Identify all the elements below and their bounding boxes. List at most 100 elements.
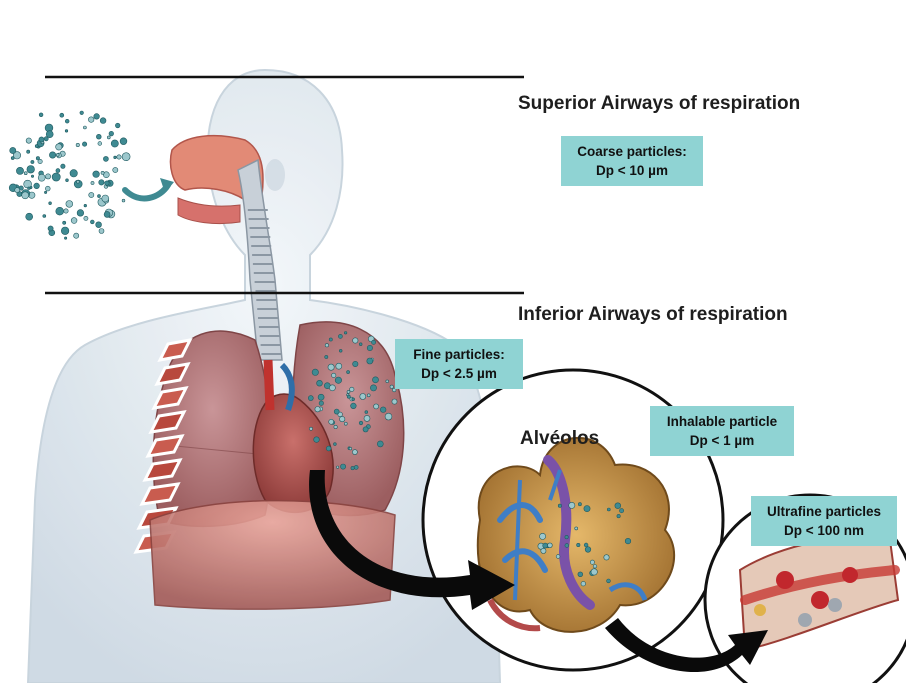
particle <box>26 138 31 143</box>
particle <box>65 130 68 133</box>
particle <box>373 377 379 383</box>
particle <box>309 427 312 430</box>
particle <box>344 332 347 335</box>
inferior-airways-heading: Inferior Airways of respiration <box>518 304 788 326</box>
particle <box>315 407 320 412</box>
fine-particles-name: Fine particles: <box>405 345 513 364</box>
particle <box>607 508 610 511</box>
particle <box>105 181 109 185</box>
coarse-particles-size: Dp < 10 µm <box>571 161 693 180</box>
particle <box>84 216 88 220</box>
inhalable-particle-name: Inhalable particle <box>660 412 784 431</box>
particle <box>22 192 29 199</box>
particle <box>70 170 77 177</box>
particle <box>65 119 69 123</box>
particle <box>83 126 86 129</box>
particle <box>38 159 42 163</box>
particle <box>318 394 324 400</box>
particle <box>66 179 69 182</box>
inhaled-particle-cloud <box>9 111 130 239</box>
particle <box>93 171 100 178</box>
particle <box>569 502 575 508</box>
particle <box>390 385 393 388</box>
particle <box>329 385 335 391</box>
particle <box>329 338 332 341</box>
particle <box>122 153 130 161</box>
particle <box>328 364 334 370</box>
particle <box>99 229 104 234</box>
particle <box>548 543 553 548</box>
particle <box>56 153 59 156</box>
particle <box>334 409 339 414</box>
particle <box>49 202 52 205</box>
particle <box>34 183 40 189</box>
particle <box>74 233 79 238</box>
particle <box>617 514 620 517</box>
particle <box>336 363 342 369</box>
particle <box>91 181 94 184</box>
particle <box>344 422 347 425</box>
particle <box>347 390 350 393</box>
particle <box>347 395 350 398</box>
particle <box>96 134 101 139</box>
particle <box>314 437 320 443</box>
particle <box>64 209 68 213</box>
particle <box>102 195 109 202</box>
particle <box>49 152 55 158</box>
ultrafine-particles-name: Ultrafine particles <box>761 502 887 521</box>
particle <box>24 172 27 175</box>
particle <box>64 237 66 239</box>
particle <box>319 401 323 405</box>
particle <box>56 169 60 173</box>
particle <box>122 199 125 202</box>
particle <box>94 114 100 120</box>
particle <box>82 142 86 146</box>
particle <box>61 164 65 168</box>
particle <box>312 369 318 375</box>
particle <box>584 543 588 547</box>
particle <box>27 150 30 153</box>
particle <box>43 215 46 218</box>
particle <box>109 131 114 136</box>
particle <box>334 443 337 446</box>
particle <box>63 221 66 224</box>
particle <box>107 136 110 139</box>
particle <box>607 579 611 583</box>
particle <box>44 191 46 193</box>
particle <box>60 113 64 117</box>
particle <box>541 548 546 553</box>
coarse-particles-name: Coarse particles: <box>571 142 693 161</box>
particle <box>31 160 34 163</box>
particle <box>89 192 94 197</box>
particle <box>99 180 104 185</box>
particle <box>76 143 79 146</box>
particle <box>52 173 60 181</box>
particle <box>325 344 328 347</box>
particle <box>329 419 334 424</box>
inhalable-particle-size: Dp < 1 µm <box>660 431 784 450</box>
particle <box>351 403 357 409</box>
particle <box>39 113 43 117</box>
particle <box>56 207 64 215</box>
particle <box>104 211 110 217</box>
particle <box>338 334 342 338</box>
inhalable-particle-tag: Inhalable particle Dp < 1 µm <box>650 406 794 456</box>
particle <box>392 399 397 404</box>
particle <box>24 180 32 188</box>
particle <box>117 155 121 159</box>
particle <box>80 111 84 115</box>
particle <box>317 380 323 386</box>
particle <box>585 547 591 553</box>
particle <box>370 385 376 391</box>
particle <box>372 340 376 344</box>
fine-particles-size: Dp < 2.5 µm <box>405 364 513 383</box>
particle <box>377 441 383 447</box>
particle <box>380 407 386 413</box>
particle <box>308 396 313 401</box>
particle <box>374 404 379 409</box>
particle <box>360 394 366 400</box>
particle <box>325 355 328 358</box>
particle <box>339 349 342 352</box>
particle <box>77 180 80 183</box>
superior-airways-heading: Superior Airways of respiration <box>518 93 800 115</box>
